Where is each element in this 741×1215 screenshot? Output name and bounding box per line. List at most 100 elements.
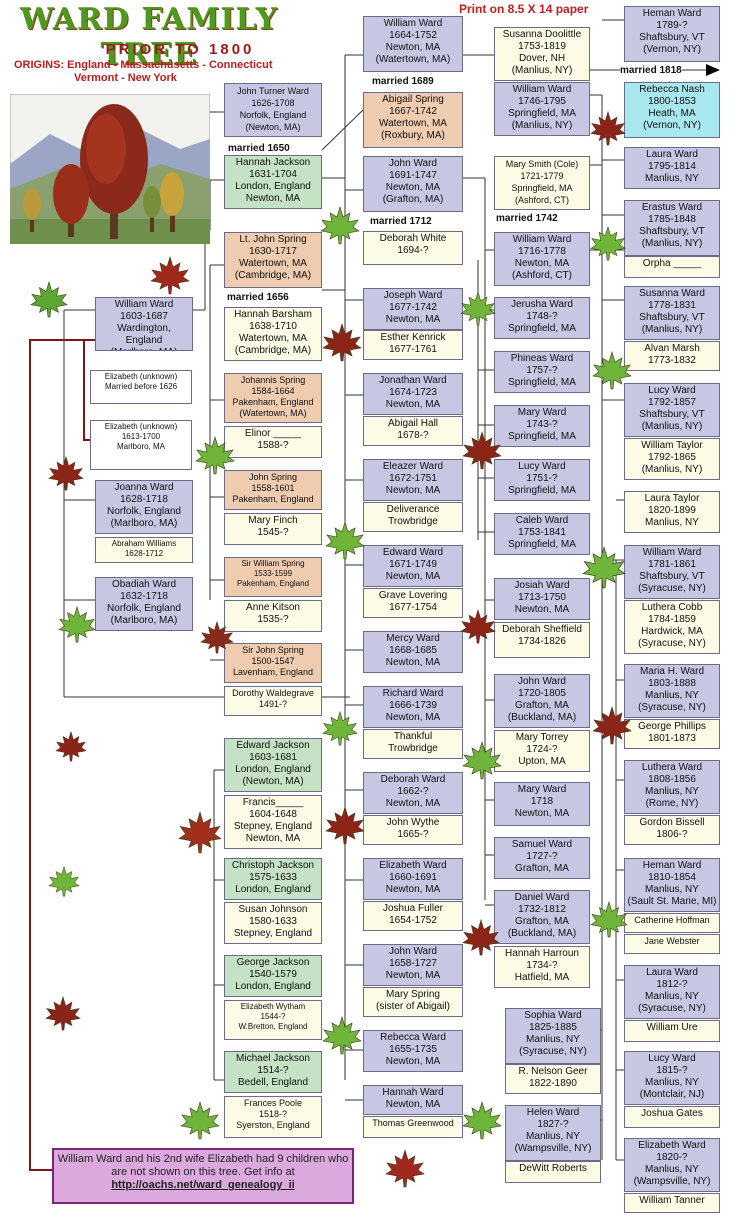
print-note: Print on 8.5 X 14 paper [459,2,589,16]
person-detail: (Syracuse, NY) [638,1003,706,1014]
footer-note-text: William Ward and his 2nd wife Elizabeth … [57,1153,349,1178]
person-name: John Ward [389,158,437,169]
person-detail: Stepney, England [233,821,313,832]
person-name: William Taylor [641,440,703,451]
person-detail: Grafton, MA [515,700,569,711]
person-name: John Ward [518,676,566,687]
person-detail: Manlius, NY [526,1131,580,1142]
maple-leaf-icon [325,806,365,845]
genealogy-link[interactable]: http://oachs.net/ward_genealogy_ii [111,1179,295,1191]
person-name: Hannah Jackson [235,157,311,168]
person-detail: 1812-? [656,979,688,990]
maple-leaf-icon [592,351,632,390]
person-detail: Grafton, MA [515,916,569,927]
person-detail: Springfield, MA [508,485,576,496]
person-detail: Upton, MA [518,756,566,767]
person-detail: 1677-1761 [389,344,437,355]
person-detail: Shaftsbury, VT [639,32,705,43]
person-name: Jonathan Ward [379,375,447,386]
person-detail: 1603-1681 [249,752,297,763]
person-detail: (Marlboro, MA) [110,518,178,529]
person-detail: (Syracuse, NY) [638,638,706,649]
person-detail: (Manlius, NY) [511,65,573,76]
person-detail: 1825-1885 [529,1022,577,1033]
person-detail: Grafton, MA [515,863,569,874]
page-title: WARD FAMILY TREE [19,2,279,72]
person-name: Mary Ward [517,784,567,795]
person-name: Luthera Cobb [641,602,703,613]
person-detail: (Marlboro, MA) [110,615,178,626]
person-detail: London, England [235,764,311,775]
person-detail: 1558-1601 [251,483,295,493]
person-detail: 1631-1704 [249,169,297,180]
maple-leaf-icon [385,1149,425,1188]
marriage-label-1656: married 1656 [227,292,289,303]
person-detail: Newton, MA [385,182,441,193]
person-detail: 1801-1873 [648,733,696,744]
person-detail: Newton, MA [385,399,441,410]
person-name: Heman Ward [642,860,702,871]
person-detail: 1630-1717 [249,246,297,257]
person-name: William Ure [646,1022,698,1033]
person-name: Caleb Ward [515,515,569,526]
maple-leaf-icon [592,706,632,745]
person-name: Thomas Greenwood [372,1118,454,1128]
person-name: Joshua Gates [641,1108,703,1119]
person-detail: 1822-1890 [529,1078,577,1089]
marriage-label-1689: married 1689 [372,76,434,87]
person-detail: 1678-? [397,430,429,441]
person-name: Laura Ward [646,967,698,978]
person-name: Joshua Fuller [382,903,444,914]
person-detail: 1789-? [656,20,688,31]
person-name: Elizabeth Wytham [240,1002,306,1011]
person-detail: (Syracuse, NY) [638,583,706,594]
person-detail: (Manlius, NY) [641,421,703,432]
person-name: Rebecca Ward [380,1032,446,1043]
person-detail: 1757-? [526,365,558,376]
person-detail: 1671-1749 [389,559,437,570]
person-name: Elizabeth Ward [638,1140,706,1151]
person-detail: Trowbridge [388,516,438,527]
person-name: Deliverance [386,504,440,515]
maple-leaf-icon [30,281,68,318]
person-detail: 1674-1723 [389,387,437,398]
maple-leaf-icon [462,1101,502,1140]
person-detail: (Grafton, MA) [382,194,444,205]
person-detail: 1691-1747 [389,170,437,181]
maple-leaf-icon [322,323,362,362]
arrow-right-icon [706,64,720,76]
maple-leaf-icon [462,741,502,780]
person-detail: (Ashford, CT) [511,270,572,281]
person-detail: Pakenham, England [232,397,314,407]
person-detail: 1748-? [526,311,558,322]
person-detail: (Newton, MA) [242,776,304,787]
person-name: Edward Jackson [236,740,310,751]
person-name: John Wythe [386,817,440,828]
person-detail: 1827-? [537,1119,569,1130]
person-detail: Manlius, NY [645,884,699,895]
person-detail: 1575-1633 [249,872,297,883]
person-name: Thankful [393,731,433,742]
maple-leaf-icon [45,996,81,1031]
person-detail: (Cambridge, MA) [234,270,312,281]
person-detail: 1810-1854 [648,872,696,883]
person-detail: Stepney, England [233,928,313,939]
person-detail: 1664-1752 [389,30,437,41]
person-name: Abraham Williams [111,539,177,548]
